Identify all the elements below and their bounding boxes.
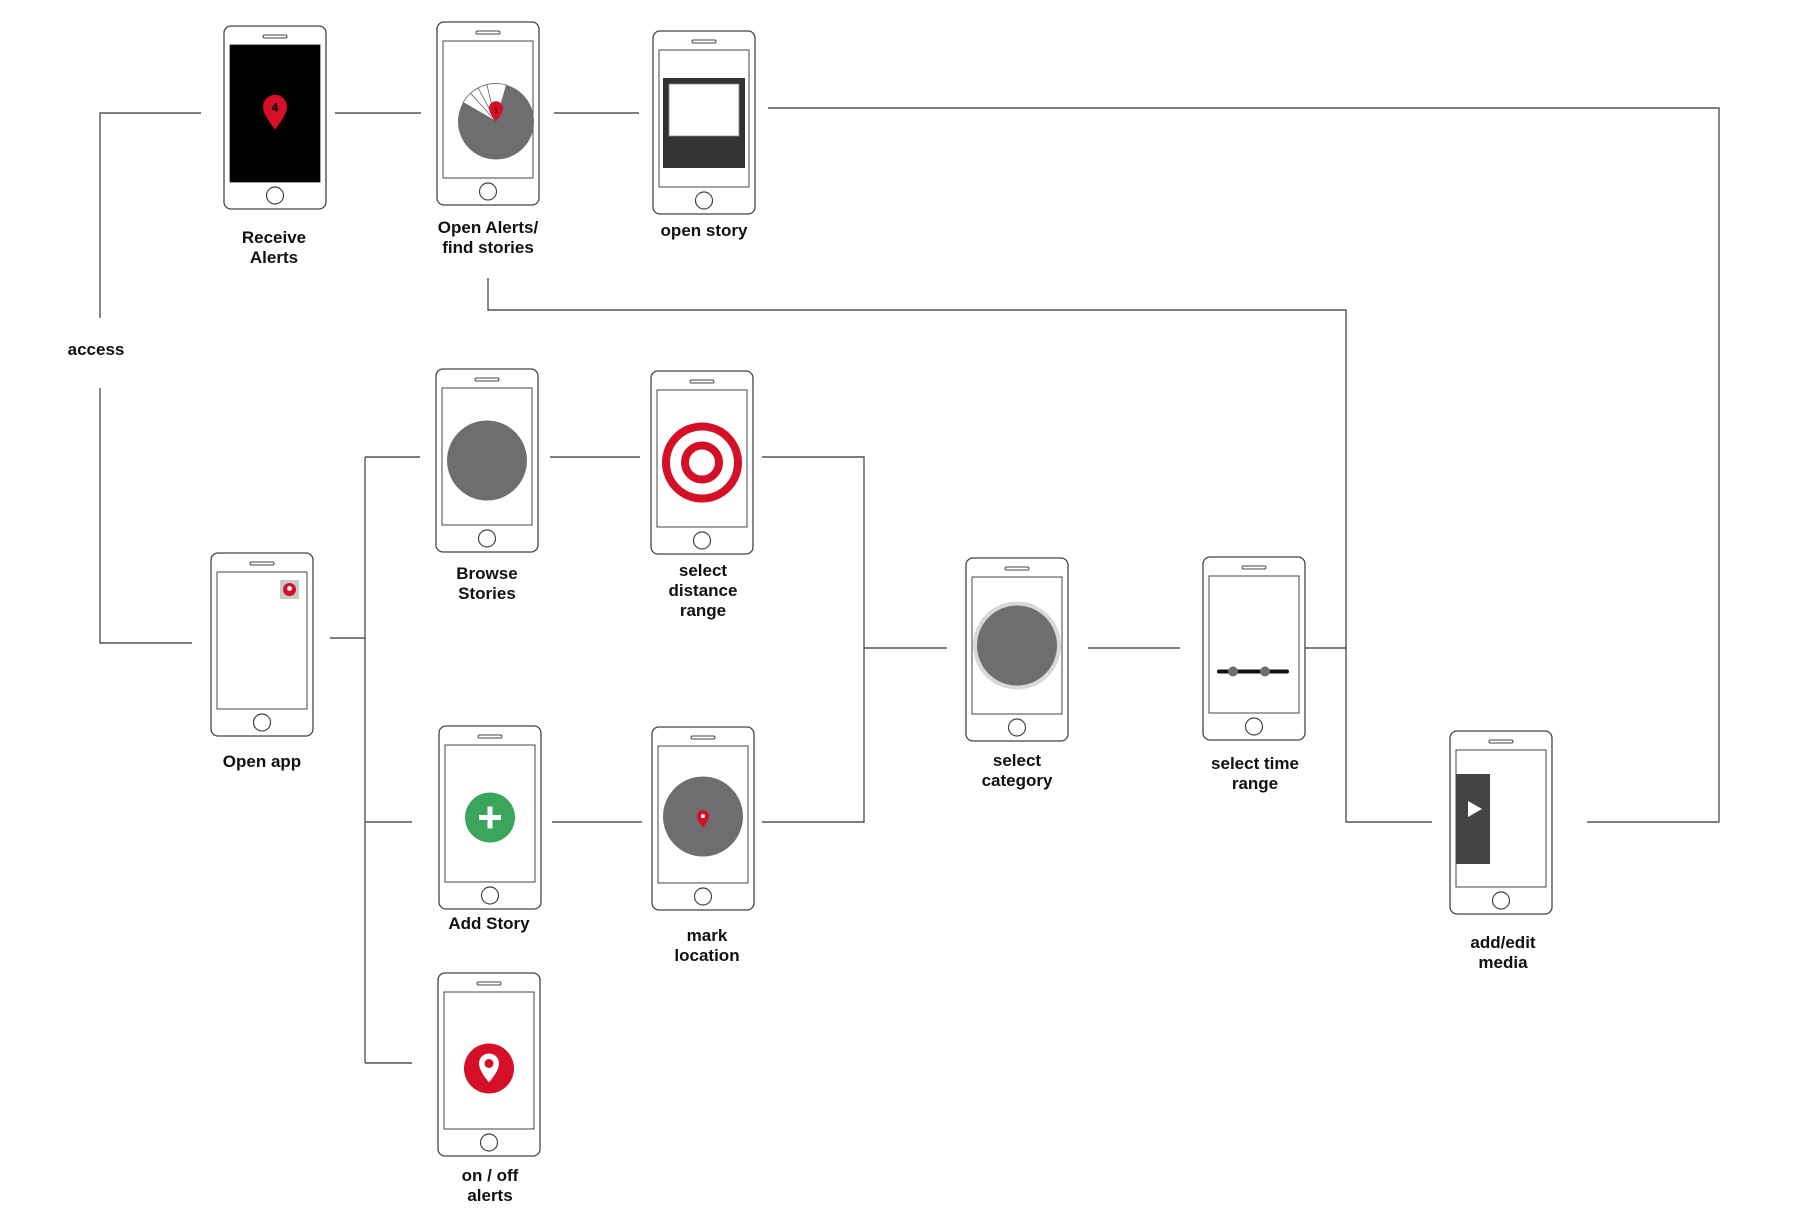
phone-mark-location <box>651 726 755 911</box>
speaker-slot <box>475 30 501 35</box>
alert-pin-badge-icon: 4 <box>230 45 320 182</box>
home-button <box>480 886 500 905</box>
gray-circle-icon <box>447 420 527 501</box>
phone-add-edit-media <box>1449 730 1553 915</box>
label-open-story: open story <box>660 221 748 240</box>
speaker-slot <box>689 379 715 384</box>
label-on-off-alerts: on / off alerts <box>461 1166 519 1205</box>
home-button <box>478 182 498 201</box>
home-button <box>694 191 714 210</box>
home-button <box>1244 717 1264 736</box>
time-slider-icon <box>1217 666 1289 677</box>
label-open-app: Open app <box>222 752 302 771</box>
home-button <box>1007 718 1027 737</box>
app-pin-icon <box>280 580 299 599</box>
phone-screen <box>656 389 748 528</box>
phone-select-category <box>965 557 1069 742</box>
speaker-slot <box>1241 565 1267 570</box>
target-icon <box>662 422 742 503</box>
label-select-time: select time range <box>1211 754 1299 793</box>
category-dial-icon <box>973 601 1061 690</box>
label-select-distance: select distance range <box>668 561 738 620</box>
connector-line-2 <box>99 388 192 644</box>
home-button <box>693 887 713 906</box>
story-count-badge: 1 <box>494 108 498 115</box>
speaker-slot <box>1004 566 1030 571</box>
speaker-slot <box>1488 739 1514 744</box>
speaker-slot <box>477 734 503 739</box>
speaker-slot <box>690 735 716 740</box>
connector-line-1 <box>99 112 201 318</box>
connector-lines <box>99 107 1720 1064</box>
label-add-edit-media: add/edit media <box>1470 933 1536 972</box>
story-frame-icon <box>663 78 745 168</box>
home-button <box>477 529 497 548</box>
phone-open-app <box>210 552 314 737</box>
phone-screen <box>1208 575 1300 714</box>
label-add-story: Add Story <box>448 914 530 933</box>
connector-line-5 <box>768 107 1720 823</box>
phone-select-time <box>1202 556 1306 741</box>
speaker-slot <box>474 377 500 382</box>
speaker-slot <box>476 981 502 986</box>
connector-line-6 <box>487 278 1432 823</box>
phone-select-distance <box>650 370 754 555</box>
label-select-category: select category <box>981 751 1053 790</box>
phone-add-story <box>438 725 542 910</box>
phone-open-alerts: 1 <box>436 21 540 206</box>
connector-line-14 <box>762 456 865 823</box>
home-button <box>479 1133 499 1152</box>
phone-open-story <box>652 30 756 215</box>
location-pin-icon <box>663 776 743 857</box>
access-label: access <box>67 340 125 359</box>
speaker-slot <box>249 561 275 566</box>
phone-browse-stories <box>435 368 539 553</box>
phone-receive-alerts: 4 <box>223 25 327 210</box>
home-button <box>1491 891 1511 910</box>
alert-toggle-pin-icon <box>464 1043 514 1094</box>
home-button <box>692 531 712 550</box>
play-media-icon <box>1456 774 1490 864</box>
speaker-slot <box>262 34 288 39</box>
home-button <box>265 186 285 205</box>
alert-count-badge: 4 <box>272 101 279 115</box>
label-open-alerts: Open Alerts/ find stories <box>437 218 539 257</box>
phone-on-off-alerts <box>437 972 541 1157</box>
stacked-stories-icon: 1 <box>458 83 534 160</box>
plus-circle-icon <box>465 792 515 843</box>
label-browse-stories: Browse Stories <box>456 564 518 603</box>
label-mark-location: mark location <box>674 926 740 965</box>
label-receive-alerts: Receive Alerts <box>241 228 307 267</box>
home-button <box>252 713 272 732</box>
speaker-slot <box>691 39 717 44</box>
